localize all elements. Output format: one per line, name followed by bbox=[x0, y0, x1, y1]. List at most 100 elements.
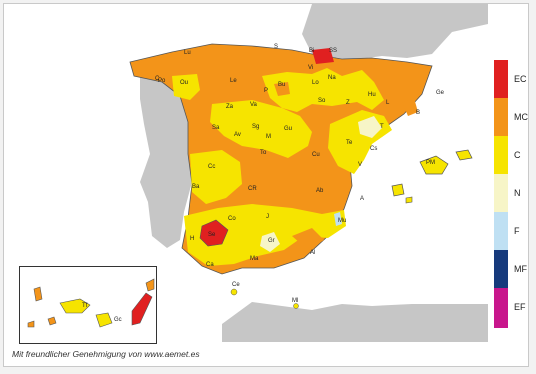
island-gran-canaria bbox=[95, 312, 113, 328]
legend-swatch-ec bbox=[494, 60, 508, 100]
zone-mc-al bbox=[292, 228, 324, 250]
canary-islands-map: Tf Gc bbox=[27, 278, 155, 328]
province-label-mu: Mu bbox=[338, 218, 346, 224]
legend: EC MC C N F MF EF bbox=[492, 60, 532, 330]
province-label-z: Z bbox=[346, 100, 350, 106]
province-label-gu: Gu bbox=[284, 126, 292, 132]
province-label-to: To bbox=[260, 150, 267, 156]
province-label-co: Co bbox=[228, 216, 236, 222]
legend-label-ef: EF bbox=[514, 302, 526, 312]
province-label-bu: Bu bbox=[278, 82, 285, 88]
legend-label-n: N bbox=[514, 188, 521, 198]
province-label-cc: Cc bbox=[208, 164, 215, 170]
province-label-se: Se bbox=[208, 232, 216, 238]
province-label-cu: Cu bbox=[312, 152, 320, 158]
island-tenerife bbox=[59, 298, 91, 314]
legend-swatch-n bbox=[494, 174, 508, 214]
province-label-le: Le bbox=[230, 78, 237, 84]
province-label-vi: Vi bbox=[308, 65, 313, 71]
province-label-ou: Ou bbox=[180, 80, 188, 86]
province-label-av: Av bbox=[234, 132, 241, 138]
legend-swatch-mf bbox=[494, 250, 508, 290]
island-menorca bbox=[455, 149, 473, 161]
province-label-hu: Hu bbox=[368, 92, 376, 98]
zone-c-southwest bbox=[190, 150, 242, 204]
island-mallorca bbox=[419, 155, 449, 175]
melilla bbox=[293, 303, 299, 309]
zone-n-south bbox=[260, 232, 280, 252]
province-label-sa: Sa bbox=[212, 125, 220, 131]
label-tf: Tf bbox=[82, 303, 88, 309]
zone-c-north bbox=[262, 68, 384, 112]
legend-label-c: C bbox=[514, 150, 521, 160]
caption: Mit freundlicher Genehmigung von www.aem… bbox=[12, 349, 200, 359]
province-label-l: L bbox=[386, 100, 390, 106]
province-label-cs: Cs bbox=[370, 146, 377, 152]
province-label-c: C bbox=[155, 76, 160, 82]
province-label-h: H bbox=[190, 236, 194, 242]
province-label-ge: Ge bbox=[436, 90, 445, 96]
ceuta bbox=[230, 288, 238, 296]
africa-land bbox=[222, 302, 488, 342]
island-ibiza bbox=[391, 183, 405, 197]
zone-n-east bbox=[358, 116, 382, 138]
province-label-m: M bbox=[266, 134, 271, 140]
legend-swatch-mc bbox=[494, 98, 508, 138]
legend-label-mc: MC bbox=[514, 112, 528, 122]
zone-ec-bi bbox=[312, 48, 334, 64]
province-label-ma: Ma bbox=[250, 256, 259, 262]
label-gc: Gc bbox=[114, 317, 122, 323]
france-land bbox=[302, 4, 488, 60]
province-label-te: Te bbox=[346, 140, 353, 146]
island-formentera bbox=[405, 196, 413, 204]
province-label-v: V bbox=[358, 162, 362, 168]
island-lanzarote bbox=[145, 278, 155, 292]
province-label-za: Za bbox=[226, 104, 234, 110]
province-label-bi: Bi bbox=[309, 48, 314, 54]
province-label-j: J bbox=[266, 214, 269, 220]
zone-c-northwest bbox=[172, 74, 200, 100]
province-label-gr: Gr bbox=[268, 238, 275, 244]
province-label-va: Va bbox=[250, 102, 258, 108]
portugal-land bbox=[140, 74, 192, 248]
legend-swatch-c bbox=[494, 136, 508, 176]
province-label-so: So bbox=[318, 98, 326, 104]
island-el-hierro bbox=[27, 320, 35, 328]
zone-c-centre bbox=[210, 100, 312, 158]
province-label-po: Po bbox=[158, 78, 166, 84]
island-fuerteventura bbox=[131, 292, 153, 326]
province-label-na: Na bbox=[328, 75, 336, 81]
province-label-ss: SS bbox=[329, 48, 337, 54]
province-label-ca: Ca bbox=[206, 262, 214, 268]
province-label-t: T bbox=[380, 124, 384, 130]
province-label-a: A bbox=[360, 196, 364, 202]
island-la-palma bbox=[33, 286, 43, 302]
canary-islands-inset: Tf Gc bbox=[19, 266, 157, 344]
island-gomera bbox=[47, 316, 57, 326]
legend-label-mf: MF bbox=[514, 264, 527, 274]
zone-f-mu bbox=[334, 212, 342, 226]
zone-mc-north bbox=[274, 82, 290, 96]
legend-label-ec: EC bbox=[514, 74, 527, 84]
province-label-lu: Lu bbox=[184, 50, 191, 56]
legend-label-f: F bbox=[514, 226, 520, 236]
province-label-ab: Ab bbox=[316, 188, 324, 194]
province-label-sg: Sg bbox=[252, 124, 259, 130]
legend-swatch-f bbox=[494, 212, 508, 252]
zone-ec-se bbox=[199, 219, 229, 247]
province-label-al: Al bbox=[310, 250, 315, 256]
province-label-ml: Ml bbox=[292, 298, 298, 304]
province-label-ce: Ce bbox=[232, 282, 240, 288]
province-label-cr: CR bbox=[248, 186, 257, 192]
legend-swatch-ef bbox=[494, 288, 508, 328]
province-label-pm: PM bbox=[426, 160, 435, 166]
province-label-s: S bbox=[274, 44, 278, 50]
province-label-ba: Ba bbox=[192, 184, 200, 190]
province-label-b: B bbox=[416, 110, 420, 116]
province-label-lo: Lo bbox=[312, 80, 319, 86]
zone-mc-catalonia bbox=[402, 98, 418, 116]
province-label-p: P bbox=[264, 88, 268, 94]
